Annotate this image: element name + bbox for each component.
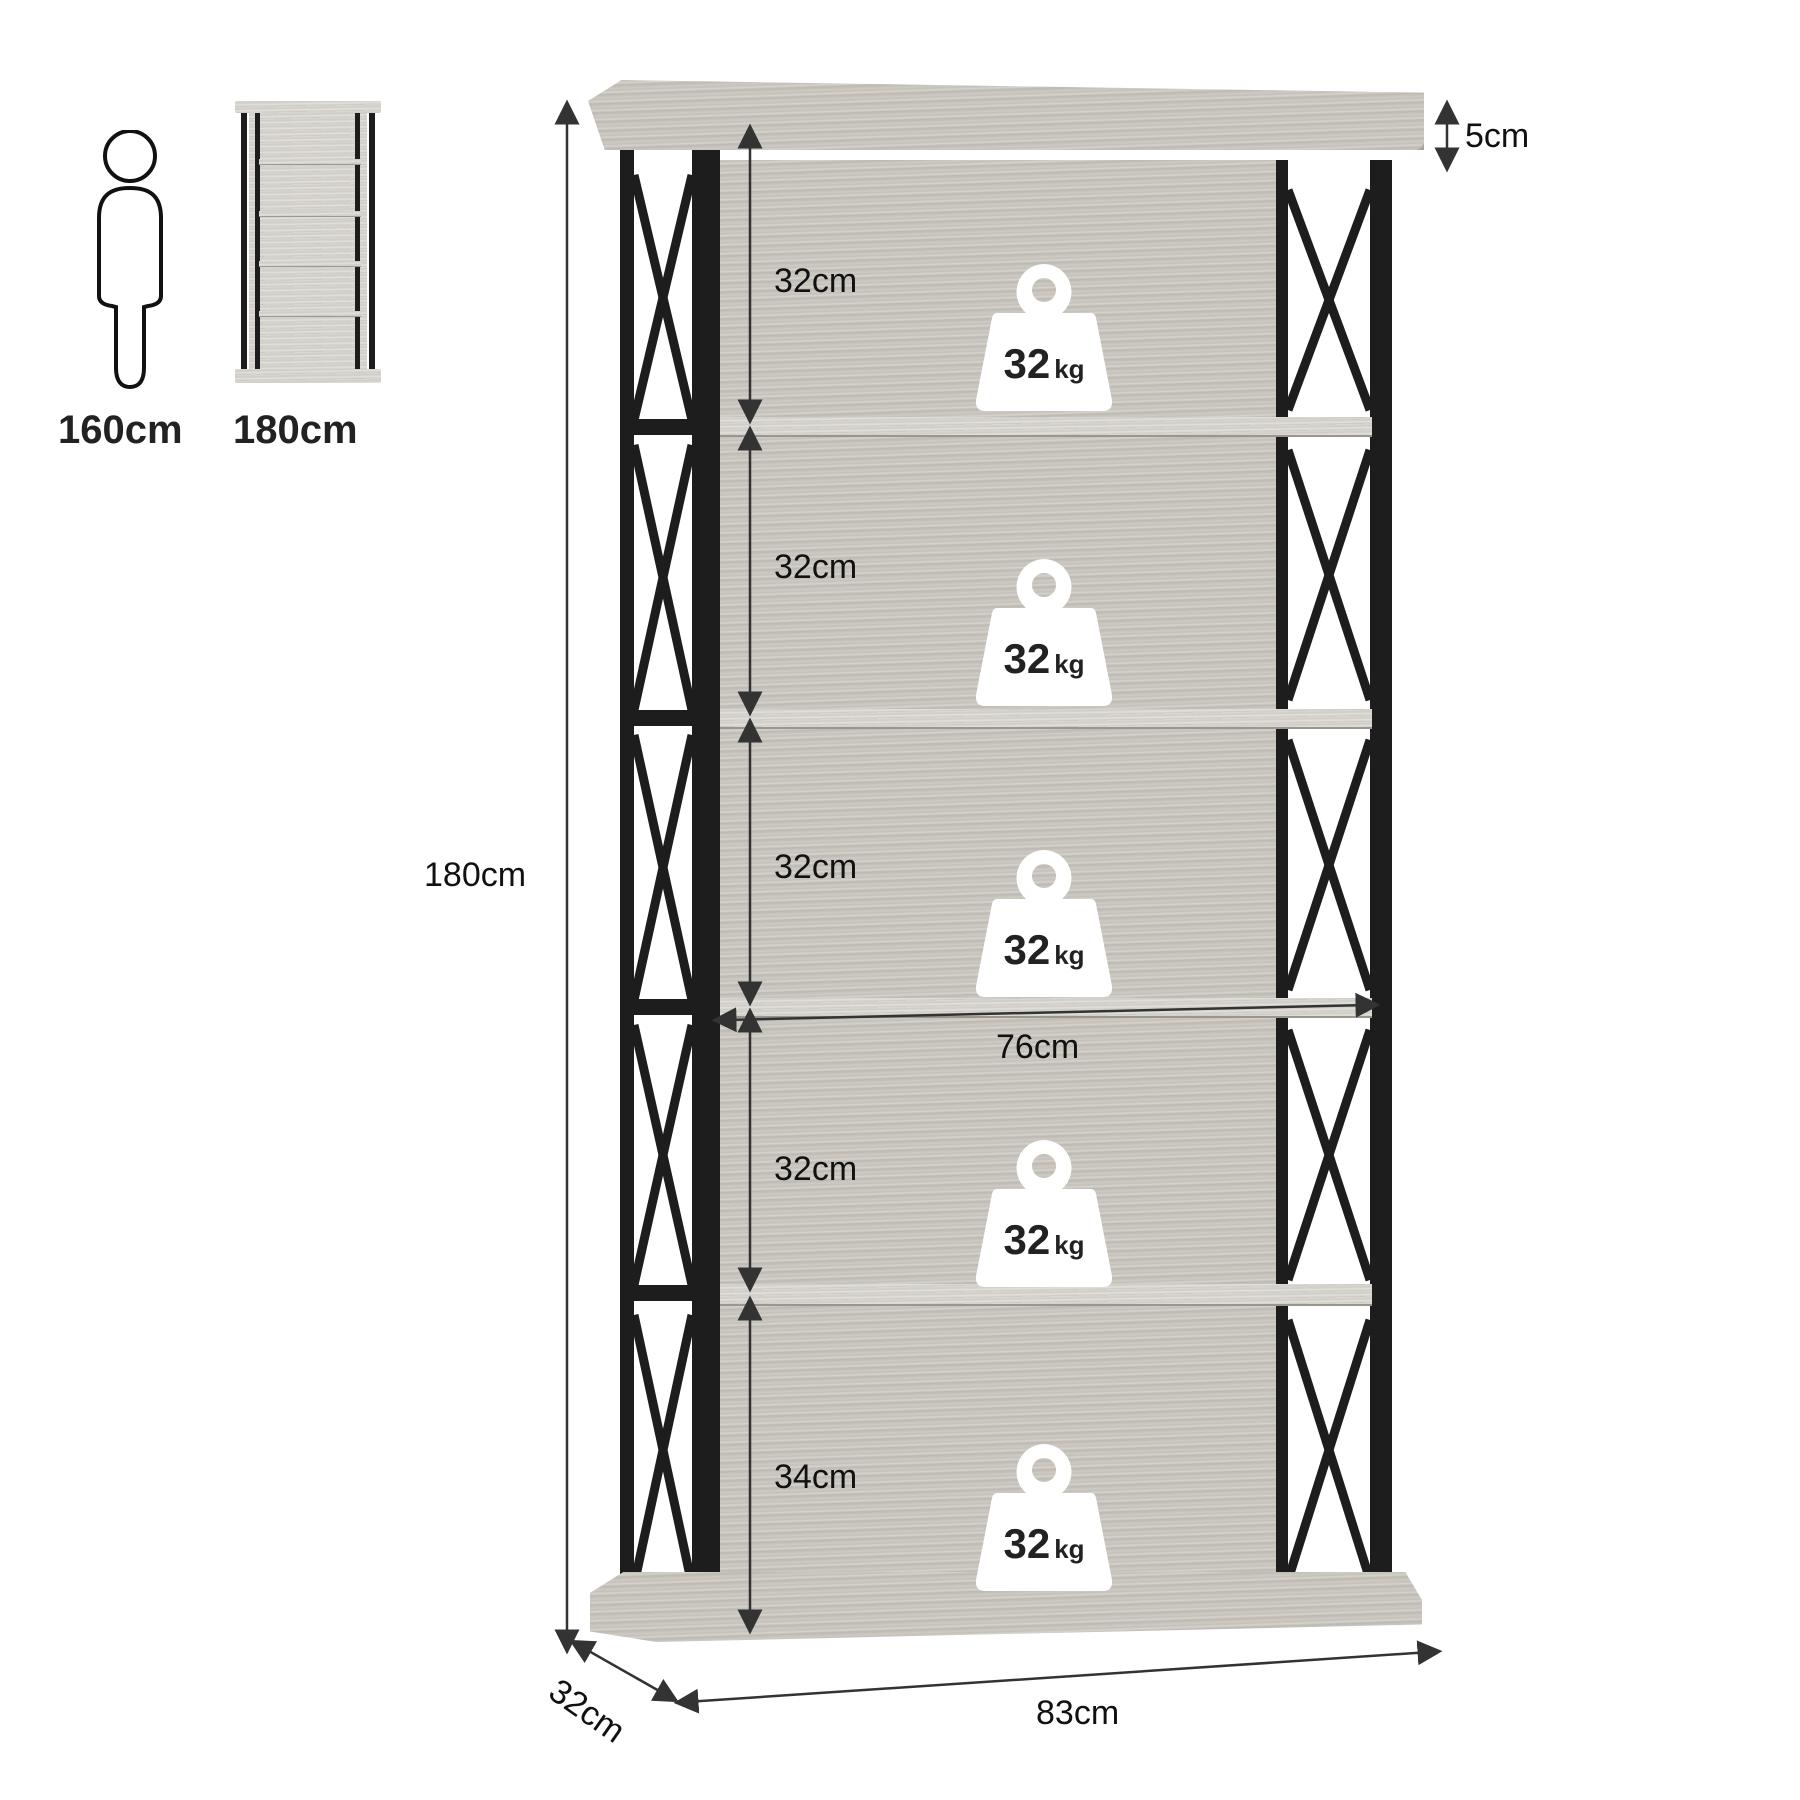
tier-3-height: 32cm bbox=[774, 848, 858, 886]
tier-5-height: 34cm bbox=[774, 1458, 858, 1496]
tier-4-height: 32cm bbox=[774, 1150, 858, 1188]
size-comparison: 160cm 180cm bbox=[40, 90, 460, 460]
person-height-label: 160cm bbox=[58, 408, 183, 452]
total-width-arrow bbox=[673, 1640, 1443, 1714]
shelf-width-label: 76cm bbox=[996, 1028, 1080, 1066]
tier-1-height: 32cm bbox=[774, 262, 858, 300]
shelf-1 bbox=[720, 417, 1372, 437]
top-cornice bbox=[588, 80, 1424, 150]
shelf-height-label: 180cm bbox=[233, 408, 358, 452]
shelf-2 bbox=[720, 709, 1372, 729]
shelf-4 bbox=[720, 1284, 1372, 1306]
left-frame bbox=[620, 135, 720, 1605]
depth-arrow bbox=[569, 1639, 679, 1703]
total-width-label: 83cm bbox=[1036, 1694, 1120, 1732]
top-thickness-label: 5cm bbox=[1465, 117, 1530, 155]
shelf-width-arrow bbox=[711, 992, 1381, 1033]
total-height-label: 180cm bbox=[424, 856, 527, 894]
tier-2-height: 32cm bbox=[774, 548, 858, 586]
person-outline-icon bbox=[97, 130, 163, 390]
bookshelf-thumbnail-icon bbox=[235, 101, 381, 383]
right-frame bbox=[1276, 160, 1392, 1600]
